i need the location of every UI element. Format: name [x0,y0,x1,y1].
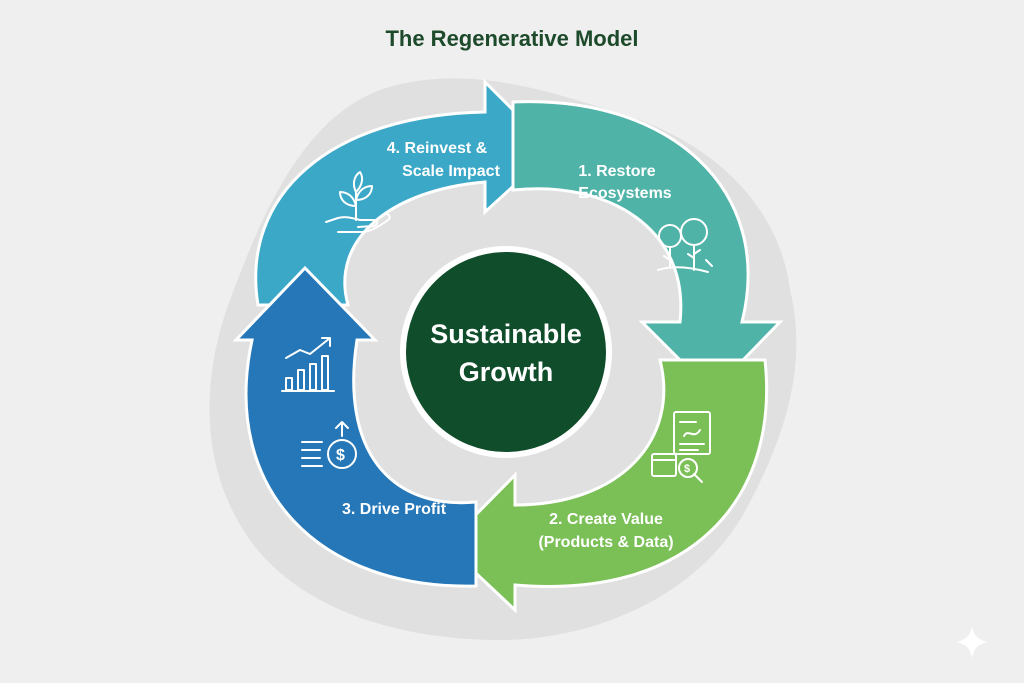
step-reinvest-line1: 4. Reinvest & [387,140,488,157]
step-restore-line1: 1. Restore [578,163,655,180]
step-value-line2: (Products & Data) [538,534,673,551]
step-value-line1: 2. Create Value [549,511,663,528]
segment-reinvest [254,78,556,307]
step-restore-line2: Ecosystems [578,185,671,202]
svg-text:$: $ [684,463,690,475]
segment-drive-profit [232,265,478,588]
sparkle-icon [956,626,988,658]
diagram-title: The Regenerative Model [385,26,639,51]
value-documents-icon: $ [651,411,711,483]
step-profit-line1: 3. Drive Profit [342,501,447,518]
center-label-line2: Growth [459,357,554,387]
segment-restore [511,100,784,395]
svg-text:$: $ [336,447,345,464]
hand-sprout-icon [325,171,391,233]
dollar-coin-icon: $ [301,421,357,469]
center-label-line1: Sustainable [430,319,582,349]
center-circle [400,246,612,458]
trees-icon [657,218,713,273]
growth-chart-icon [281,337,335,392]
step-reinvest-line2: Scale Impact [402,163,501,180]
